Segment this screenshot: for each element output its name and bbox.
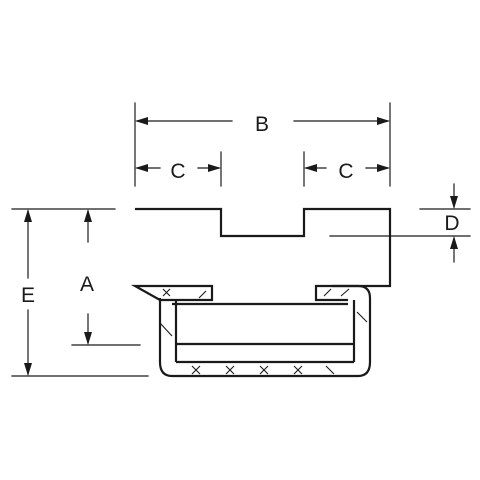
dimension-label-d: D	[444, 212, 459, 235]
dimension-label-c-right: C	[338, 160, 353, 183]
dimension-label-c-left: C	[170, 160, 185, 183]
channel-bottom-inner	[176, 342, 354, 364]
dimension-c-right	[303, 151, 390, 187]
dimension-label-b: B	[255, 113, 269, 136]
top-profile-outline	[130, 207, 392, 306]
channel-hatching	[159, 288, 368, 375]
channel-outer-wall	[158, 284, 372, 378]
dimension-d	[329, 183, 471, 263]
dimension-label-a: A	[80, 273, 94, 296]
dimension-e	[11, 208, 149, 377]
dimension-b	[134, 102, 391, 187]
dimension-label-e: E	[21, 284, 35, 307]
dimension-a	[71, 209, 141, 346]
channel-inner-wall	[174, 300, 356, 362]
dimension-c-left	[135, 151, 222, 187]
